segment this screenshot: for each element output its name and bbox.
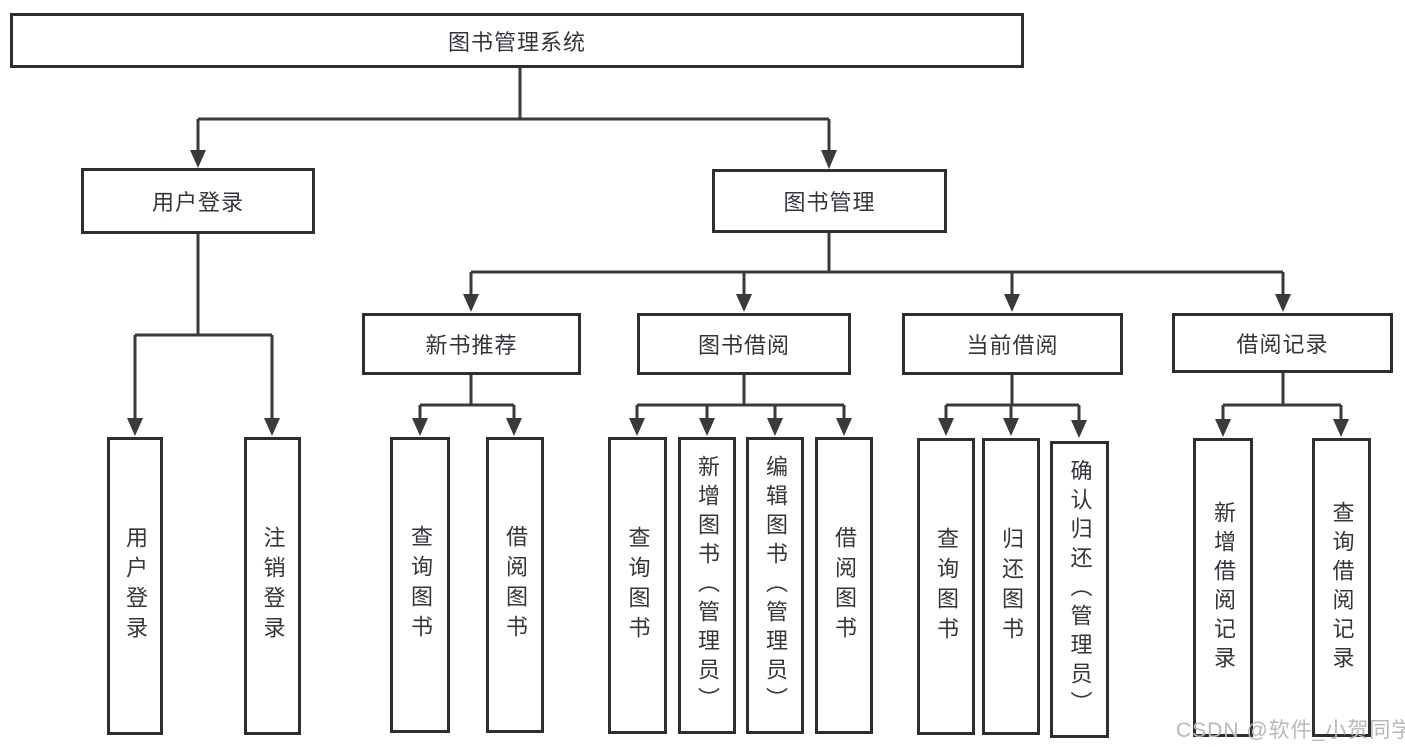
node-bb-borrow-book-label: 借阅图书: [832, 525, 857, 646]
node-book-borrowing-label: 图书借阅: [697, 333, 790, 358]
arrow-down-icon: [1333, 419, 1349, 437]
connector-user-login-children: [127, 234, 280, 436]
arrow-down-icon: [699, 418, 715, 436]
node-br-query-record: 查询借阅记录: [1312, 438, 1371, 737]
node-current-borrowing: 当前借阅: [902, 313, 1123, 375]
node-bb-add-book-admin-label: 新增图书（管理员）: [695, 455, 720, 716]
arrow-down-icon: [1275, 294, 1291, 312]
node-cb-query-book-label: 查询图书: [934, 526, 959, 647]
node-bb-edit-book-admin: 编辑图书（管理员）: [746, 437, 804, 734]
arrow-down-icon: [1071, 420, 1087, 438]
node-cb-confirm-return-admin: 确认归还（管理员）: [1050, 441, 1109, 738]
node-book-management-label: 图书管理: [783, 190, 876, 215]
node-bb-borrow-book: 借阅图书: [815, 437, 873, 734]
connector-root-to-level2: [190, 66, 837, 169]
node-rec-query-book: 查询图书: [390, 437, 450, 733]
node-br-query-record-label: 查询借阅记录: [1329, 500, 1355, 675]
arrow-down-icon: [264, 418, 280, 436]
node-user-login: 用户登录: [81, 168, 315, 234]
node-new-book-recommendation: 新书推荐: [362, 313, 581, 375]
node-rec-borrow-book: 借阅图书: [486, 437, 544, 733]
node-rec-query-book-label: 查询图书: [408, 525, 433, 645]
arrow-down-icon: [506, 418, 522, 436]
arrow-down-icon: [463, 294, 479, 312]
node-root-label: 图书管理系统: [447, 29, 586, 55]
node-logout-leaf-label: 注销登录: [260, 526, 286, 646]
node-cb-return-book: 归还图书: [982, 438, 1040, 735]
arrow-down-icon: [1215, 419, 1231, 437]
node-bb-edit-book-admin-label: 编辑图书（管理员）: [763, 455, 788, 716]
node-bb-query-book: 查询图书: [608, 437, 667, 734]
arrow-down-icon: [736, 294, 752, 312]
node-new-book-recommendation-label: 新书推荐: [425, 333, 518, 358]
node-user-login-label: 用户登录: [151, 190, 244, 215]
node-cb-return-book-label: 归还图书: [999, 526, 1024, 647]
node-bb-query-book-label: 查询图书: [625, 525, 651, 646]
arrow-down-icon: [821, 150, 837, 169]
node-cb-query-book: 查询图书: [917, 438, 975, 735]
node-borrowing-records: 借阅记录: [1172, 313, 1393, 373]
arrow-down-icon: [127, 418, 143, 436]
arrow-down-icon: [836, 418, 852, 436]
node-borrowing-records-label: 借阅记录: [1236, 332, 1329, 357]
node-rec-borrow-book-label: 借阅图书: [503, 525, 528, 645]
arrow-down-icon: [1004, 294, 1020, 312]
connector-borrowing-records-children: [1215, 373, 1349, 437]
arrow-down-icon: [412, 418, 428, 436]
node-logout-leaf: 注销登录: [244, 437, 301, 735]
node-br-add-record-label: 新增借阅记录: [1211, 500, 1236, 675]
node-bb-add-book-admin: 新增图书（管理员）: [678, 437, 736, 734]
node-cb-confirm-return-admin-label: 确认归还（管理员）: [1067, 459, 1093, 720]
node-user-login-leaf-label: 用户登录: [123, 526, 148, 646]
arrow-down-icon: [629, 418, 645, 436]
arrow-down-icon: [1003, 418, 1019, 436]
connector-book-borrowing-children: [629, 375, 852, 436]
connector-current-borrowing-children: [938, 375, 1087, 438]
node-br-add-record: 新增借阅记录: [1193, 438, 1253, 737]
connector-book-management-children: [463, 233, 1291, 312]
node-book-management: 图书管理: [712, 169, 947, 233]
connector-new-book-recommendation-children: [412, 375, 522, 436]
arrow-down-icon: [190, 150, 206, 168]
node-book-borrowing: 图书借阅: [637, 313, 851, 375]
node-current-borrowing-label: 当前借阅: [966, 333, 1059, 358]
arrow-down-icon: [767, 418, 783, 436]
node-root: 图书管理系统: [10, 13, 1024, 68]
arrow-down-icon: [938, 418, 954, 436]
node-user-login-leaf: 用户登录: [107, 437, 163, 735]
